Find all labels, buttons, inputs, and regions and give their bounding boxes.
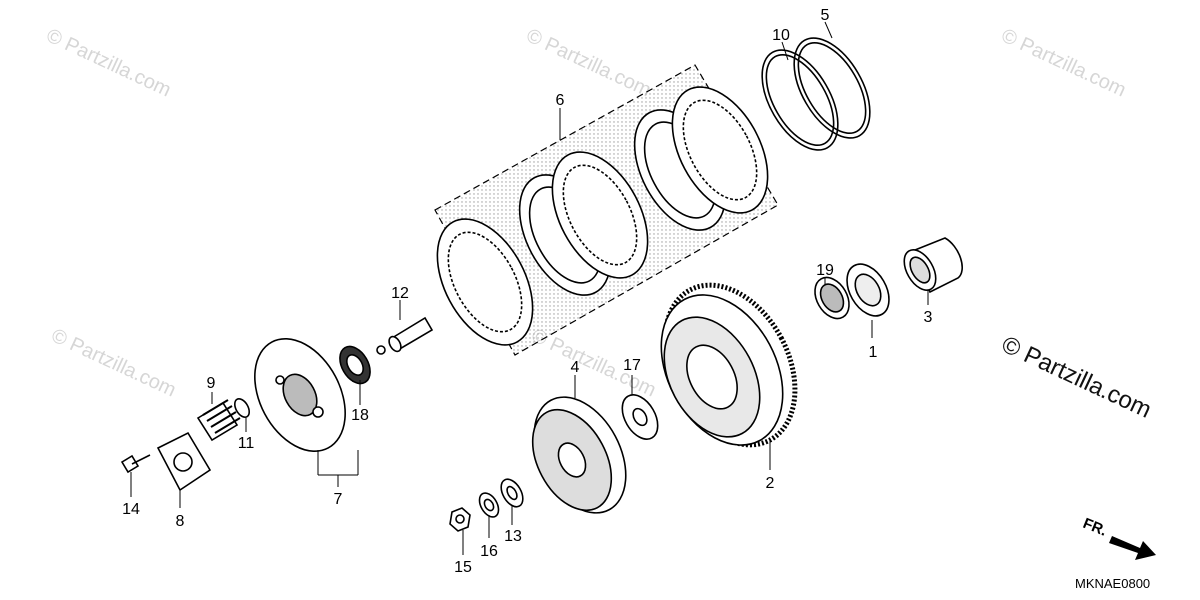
callout-7: 7 (334, 491, 343, 508)
judder-spring-ring (761, 49, 839, 151)
callout-9: 9 (207, 375, 216, 392)
callout-15: 15 (454, 559, 472, 576)
front-arrow-icon (1109, 536, 1156, 560)
callout-14: 14 (122, 501, 140, 518)
clutch-plate-set (434, 64, 779, 356)
callout-5: 5 (821, 7, 830, 24)
callout-13: 13 (504, 528, 522, 545)
callout-labels: 1 2 3 4 5 6 7 8 9 10 11 12 13 14 15 16 1… (122, 7, 932, 576)
callout-17: 17 (623, 357, 641, 374)
judder-springs (761, 37, 871, 151)
clutch-spring (196, 399, 241, 442)
watermark-top-right: © Partzilla.com (998, 25, 1129, 102)
o-ring (233, 398, 251, 418)
seat-ring-inner (797, 41, 867, 135)
callout-1: 1 (869, 344, 878, 361)
callout-10: 10 (772, 27, 790, 44)
clutch-center (531, 396, 627, 514)
lifter-rod (376, 316, 434, 355)
judder-spring-ring-inner (765, 53, 835, 147)
callout-11: 11 (238, 435, 255, 452)
callout-2: 2 (766, 475, 775, 492)
callout-19: 19 (816, 262, 834, 279)
callout-18: 18 (351, 407, 369, 424)
callout-6: 6 (556, 92, 565, 109)
friction-plate (551, 151, 649, 279)
callout-8: 8 (176, 513, 185, 530)
clutch-sleeve (903, 237, 963, 294)
clutch-outer (660, 282, 798, 448)
watermark-main: © Partzilla.com (997, 331, 1155, 424)
small-hardware (449, 478, 524, 532)
friction-plate (436, 218, 534, 346)
seat-ring (793, 37, 871, 139)
clutch-collar (846, 263, 890, 317)
watermark-mid-left: © Partzilla.com (48, 325, 179, 402)
front-label: FR. (1081, 515, 1110, 540)
front-direction-marker: FR. (1081, 515, 1156, 560)
flange-bolt (120, 454, 151, 474)
needle-bearing (814, 276, 850, 320)
lifter-plate (156, 431, 212, 492)
callout-3: 3 (924, 309, 933, 326)
callout-12: 12 (391, 285, 409, 302)
callout-16: 16 (480, 543, 498, 560)
leader-lines (130, 21, 929, 555)
diagram-code: MKNAE0800 (1075, 576, 1150, 591)
watermark-top-center: © Partzilla.com (523, 25, 654, 102)
callout-4: 4 (571, 359, 580, 376)
release-bearing (339, 345, 371, 385)
thrust-washer (621, 394, 659, 440)
watermark-top-left: © Partzilla.com (43, 25, 174, 102)
friction-plate-inner (447, 231, 523, 333)
friction-plate (671, 86, 769, 214)
pressure-plate (254, 337, 346, 453)
